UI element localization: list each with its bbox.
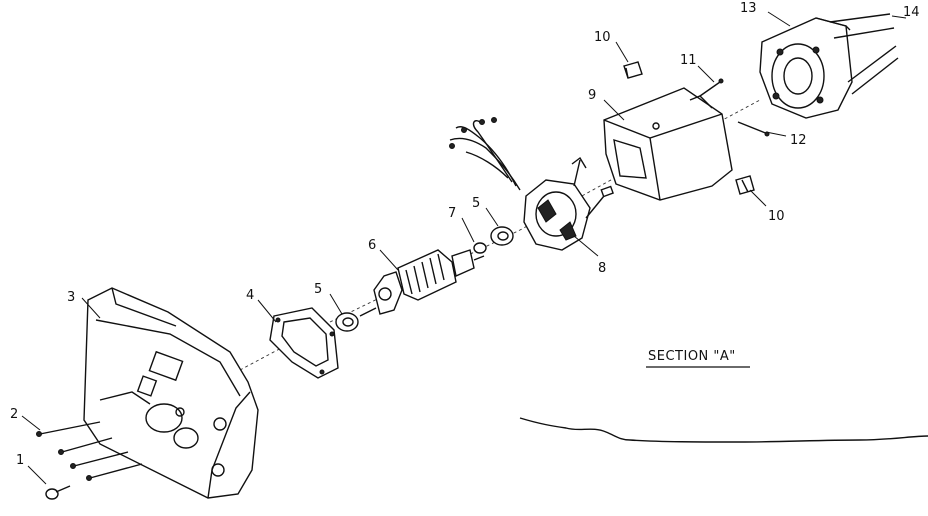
brush-holder-lower [735, 175, 755, 195]
callout-6: 6 [368, 238, 376, 253]
screws [36, 421, 143, 481]
callout-1: 1 [16, 453, 24, 468]
leader-lines [21, 11, 907, 485]
callout-10-upper: 10 [594, 30, 611, 45]
screw-nut [45, 485, 71, 500]
callout-5-lower: 5 [314, 282, 322, 297]
gear-case-housing [83, 287, 259, 499]
armature [359, 249, 485, 317]
screw-11 [699, 78, 724, 97]
callout-4: 4 [246, 288, 254, 303]
gasket-plate [269, 307, 339, 379]
motor-housing [603, 87, 733, 201]
section-title: SECTION "A" [648, 349, 736, 364]
callout-14: 14 [903, 5, 920, 20]
bearing-upper [490, 226, 514, 246]
long-screws [829, 13, 899, 95]
callout-9: 9 [588, 88, 596, 103]
callout-12: 12 [790, 133, 807, 148]
callout-3: 3 [67, 290, 75, 305]
callout-2: 2 [10, 407, 18, 422]
end-cap-housing [759, 17, 853, 119]
callout-7: 7 [448, 206, 456, 221]
screw-12 [737, 121, 770, 137]
torn-edge-line [519, 417, 928, 443]
brush-holder-upper [623, 61, 643, 79]
callout-13: 13 [740, 1, 757, 16]
washer [473, 242, 487, 254]
callout-5-upper: 5 [472, 196, 480, 211]
callout-8: 8 [598, 261, 606, 276]
callout-11: 11 [680, 53, 697, 68]
bearing-lower [335, 312, 359, 332]
callout-10-lower: 10 [768, 209, 785, 224]
field-stator [449, 117, 614, 251]
